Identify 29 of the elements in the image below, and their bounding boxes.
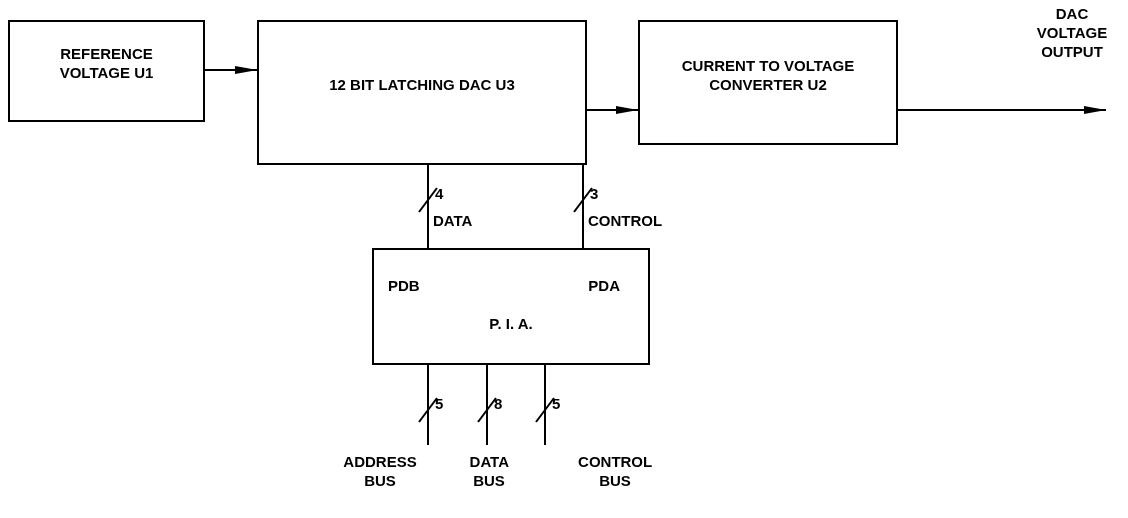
bus-line (582, 164, 584, 249)
arrow (586, 106, 639, 114)
bus-line (544, 364, 546, 446)
edge-label: CONTROL (588, 213, 663, 228)
bus-line (427, 364, 429, 446)
bus-width-number: 5 (552, 396, 561, 411)
arrow (204, 66, 258, 74)
block-box (257, 20, 587, 165)
block-box (8, 20, 205, 122)
block-label: DAC VOLTAGE OUTPUT (1036, 4, 1108, 61)
bus-width-number: 3 (590, 186, 599, 201)
block-box (638, 20, 898, 145)
block-box (372, 248, 650, 365)
block-label: REFERENCE VOLTAGE U1 (58, 44, 155, 82)
arrow (897, 106, 1107, 114)
block-label: 12 BIT LATCHING DAC U3 (328, 75, 516, 94)
bus-line (486, 364, 488, 446)
edge-label: DATA (433, 213, 473, 228)
block-label: CONTROL BUS (578, 452, 652, 490)
block-label: ADDRESS BUS (343, 452, 417, 490)
block-label: PDB (388, 278, 420, 293)
block-label: P. I. A. (488, 316, 534, 331)
block-label: CURRENT TO VOLTAGE CONVERTER U2 (680, 55, 856, 94)
bus-width-number: 4 (435, 186, 444, 201)
block-label: PDA (588, 278, 620, 293)
bus-width-number: 8 (494, 396, 503, 411)
bus-line (427, 164, 429, 249)
block-label: DATA BUS (469, 452, 509, 490)
bus-width-number: 5 (435, 396, 444, 411)
